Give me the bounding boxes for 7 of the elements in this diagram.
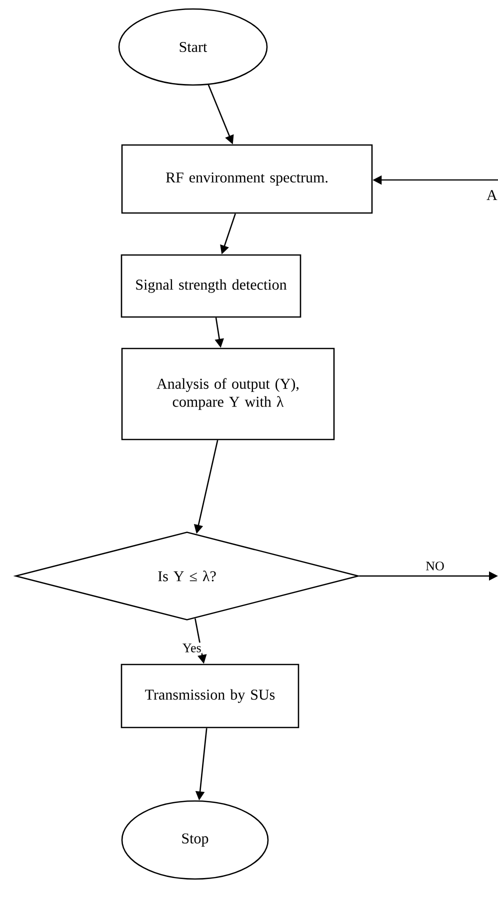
process-box: RF environment spectrum. xyxy=(121,144,373,214)
process-box: Analysis of output (Y), compare Y with λ xyxy=(121,348,335,440)
edge-label: NO xyxy=(424,560,446,572)
process-box: Transmission by SUs xyxy=(120,664,300,728)
edge-label: Yes xyxy=(181,642,202,654)
connector-letter: A xyxy=(486,190,498,200)
process-box: Signal strength detection xyxy=(120,254,302,318)
